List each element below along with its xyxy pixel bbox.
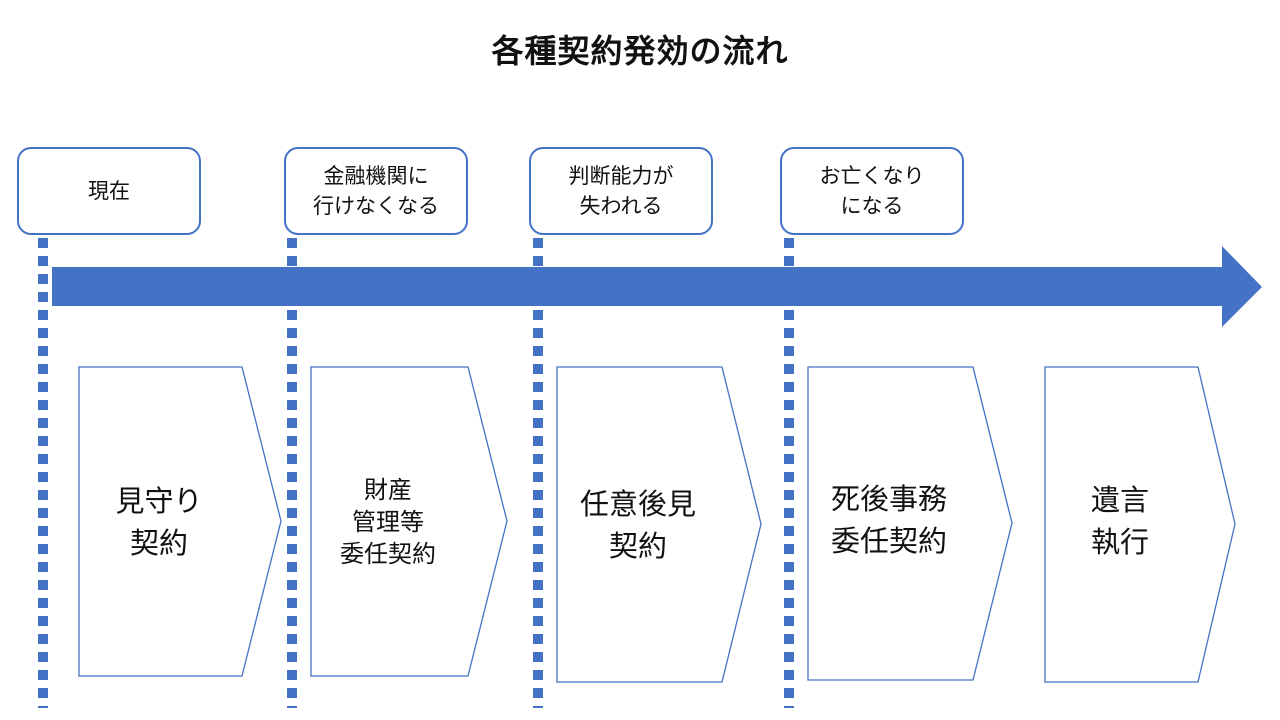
contract-label-property: 財産 管理等 委任契約 [340, 476, 436, 568]
contract-label-will: 遺言 執行 [1090, 483, 1149, 559]
milestone-label: 判断能力が 失われる [568, 164, 674, 218]
contract-chevron-will [1044, 366, 1236, 683]
contract-label-watch: 見守り 契約 [115, 484, 203, 560]
milestone-box-death: お亡くなり になる [780, 147, 964, 235]
milestone-line-2 [287, 238, 297, 708]
milestone-box-present: 現在 [17, 147, 201, 235]
milestone-label: 現在 [88, 179, 130, 203]
timeline-arrow [52, 246, 1262, 327]
milestone-line-3 [533, 238, 543, 708]
contract-label-posthumous: 死後事務 委任契約 [830, 482, 947, 558]
milestone-box-bank: 金融機関に 行けなくなる [284, 147, 468, 235]
milestone-label: お亡くなり になる [819, 164, 925, 218]
contract-label-guardian: 任意後見 契約 [579, 487, 696, 563]
contract-chevron-posthumous [807, 366, 1013, 681]
milestone-label: 金融機関に 行けなくなる [313, 164, 439, 218]
contract-chevron-guardian [556, 366, 762, 683]
milestone-box-capacity: 判断能力が 失われる [529, 147, 713, 235]
contract-chevron-watch [78, 366, 282, 677]
milestone-line-1 [38, 238, 48, 708]
milestone-line-4 [784, 238, 794, 708]
contract-chevron-property [310, 366, 508, 677]
diagram-title: 各種契約発効の流れ [491, 32, 789, 70]
